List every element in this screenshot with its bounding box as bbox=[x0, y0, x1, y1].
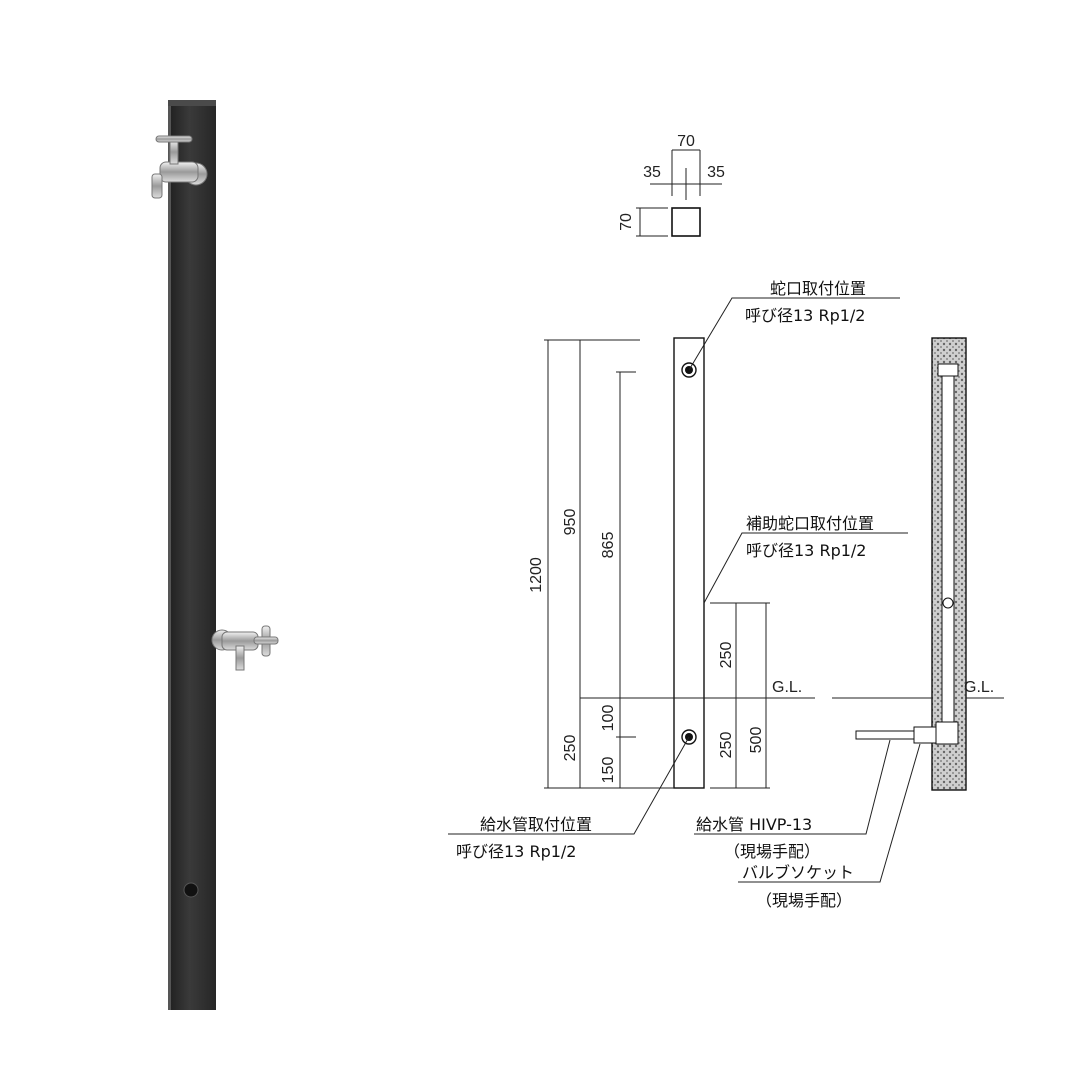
side-section: G.L. 給水管 HIVP-13 （現場手配） バルブソケット （現場手配） bbox=[694, 337, 1004, 910]
supply-hole-icon bbox=[183, 882, 199, 898]
dim-150: 150 bbox=[600, 757, 617, 784]
faucet-position-size: 呼び径13 Rp1/2 bbox=[745, 306, 865, 325]
gl-left-label: G.L. bbox=[772, 679, 802, 696]
dim-1200: 1200 bbox=[528, 557, 545, 593]
supply-position-title: 給水管取付位置 bbox=[480, 815, 592, 834]
dim-250-left: 250 bbox=[562, 735, 579, 762]
cross-section: 70 35 35 70 bbox=[618, 133, 725, 237]
product-photo bbox=[151, 100, 279, 1010]
inner-pipe bbox=[941, 371, 955, 743]
section-half-left-label: 35 bbox=[643, 164, 661, 181]
dim-500: 500 bbox=[748, 727, 765, 754]
pipe-note: （現場手配） bbox=[724, 842, 820, 861]
supply-pipe bbox=[855, 730, 919, 740]
dim-865: 865 bbox=[600, 532, 617, 559]
section-square bbox=[671, 207, 701, 237]
front-elevation: 1200 950 865 250 100 150 G.L. 250 250 50… bbox=[448, 279, 908, 861]
lower-faucet-icon bbox=[211, 625, 279, 671]
upper-faucet-icon bbox=[151, 135, 208, 199]
socket-title: バルブソケット bbox=[742, 863, 854, 882]
aux-faucet-title: 補助蛇口取付位置 bbox=[746, 514, 874, 533]
post-edge-highlight bbox=[168, 106, 171, 1010]
pipe-title: 給水管 HIVP-13 bbox=[696, 815, 812, 834]
dim-100: 100 bbox=[600, 705, 617, 732]
section-height-label: 70 bbox=[618, 213, 635, 231]
section-half-right-label: 35 bbox=[707, 164, 725, 181]
section-width-label: 70 bbox=[677, 133, 695, 150]
supply-position-size: 呼び径13 Rp1/2 bbox=[456, 842, 576, 861]
gl-right-label: G.L. bbox=[964, 679, 994, 696]
dim-250-lower-right: 250 bbox=[718, 732, 735, 759]
elevation-post bbox=[673, 337, 705, 789]
valve-socket bbox=[913, 726, 937, 744]
dim-250-upper-right: 250 bbox=[718, 642, 735, 669]
socket-note: （現場手配） bbox=[756, 891, 852, 910]
post-body bbox=[168, 106, 216, 1010]
aux-faucet-size: 呼び径13 Rp1/2 bbox=[746, 541, 866, 560]
faucet-position-title: 蛇口取付位置 bbox=[770, 279, 866, 298]
dim-950: 950 bbox=[562, 509, 579, 536]
